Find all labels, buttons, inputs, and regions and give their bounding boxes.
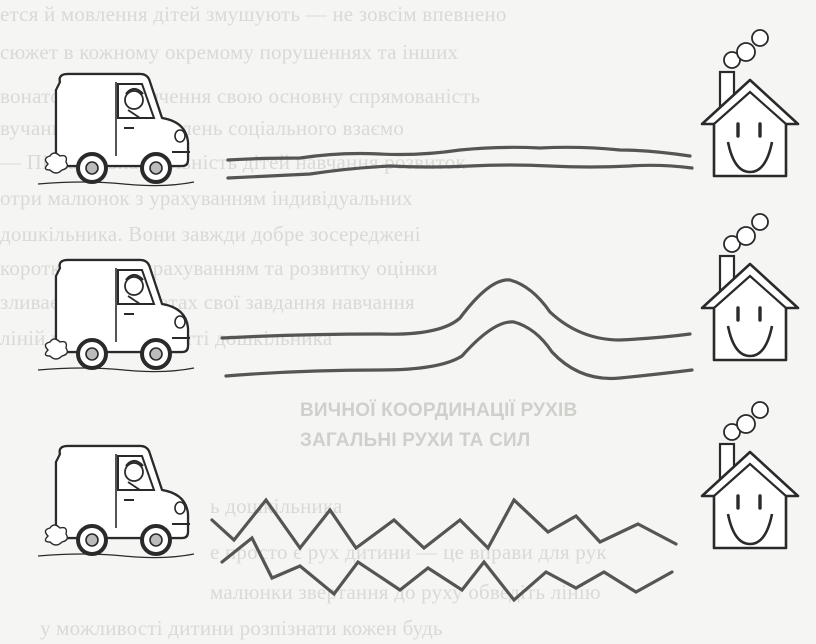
tracing-path-zigzag-top[interactable]	[210, 497, 678, 551]
bleed-line: у можливості дитини розпізнати кожен буд…	[40, 616, 443, 640]
smiling-house-icon	[700, 28, 800, 178]
smiling-house-icon	[700, 212, 800, 362]
bleed-line: отри малюнок з урахуванням індивідуальни…	[0, 186, 413, 210]
bleed-line: сюжет в кожному окремому порушеннях та і…	[0, 40, 459, 64]
van-icon	[36, 444, 196, 560]
bleed-heading: ВИЧНОЇ КООРДИНАЦІЇ РУХІВ	[300, 400, 578, 421]
exercise-row-1	[36, 28, 800, 188]
tracing-path-hill-top[interactable]	[220, 278, 692, 342]
tracing-path-zigzag-bottom[interactable]	[220, 535, 674, 603]
bleed-heading: ЗАГАЛЬНІ РУХИ ТА СИЛ	[300, 430, 531, 451]
bleed-line: ется й мовлення дітей змушують — не зовс…	[0, 2, 507, 26]
van-icon	[36, 72, 196, 188]
exercise-row-2	[36, 212, 800, 381]
tracing-path-hill-bottom[interactable]	[224, 320, 694, 381]
tracing-path-wavy-bottom[interactable]	[226, 163, 694, 180]
bleed-line: дошкільника. Вони завжди добре зосередже…	[0, 222, 421, 246]
exercise-row-3	[36, 400, 800, 603]
tracing-path-wavy-top[interactable]	[226, 145, 692, 162]
smiling-house-icon	[700, 400, 800, 550]
bleed-line: е просто є рух дитини — це вправи для ру…	[210, 540, 607, 564]
van-icon	[36, 258, 196, 374]
